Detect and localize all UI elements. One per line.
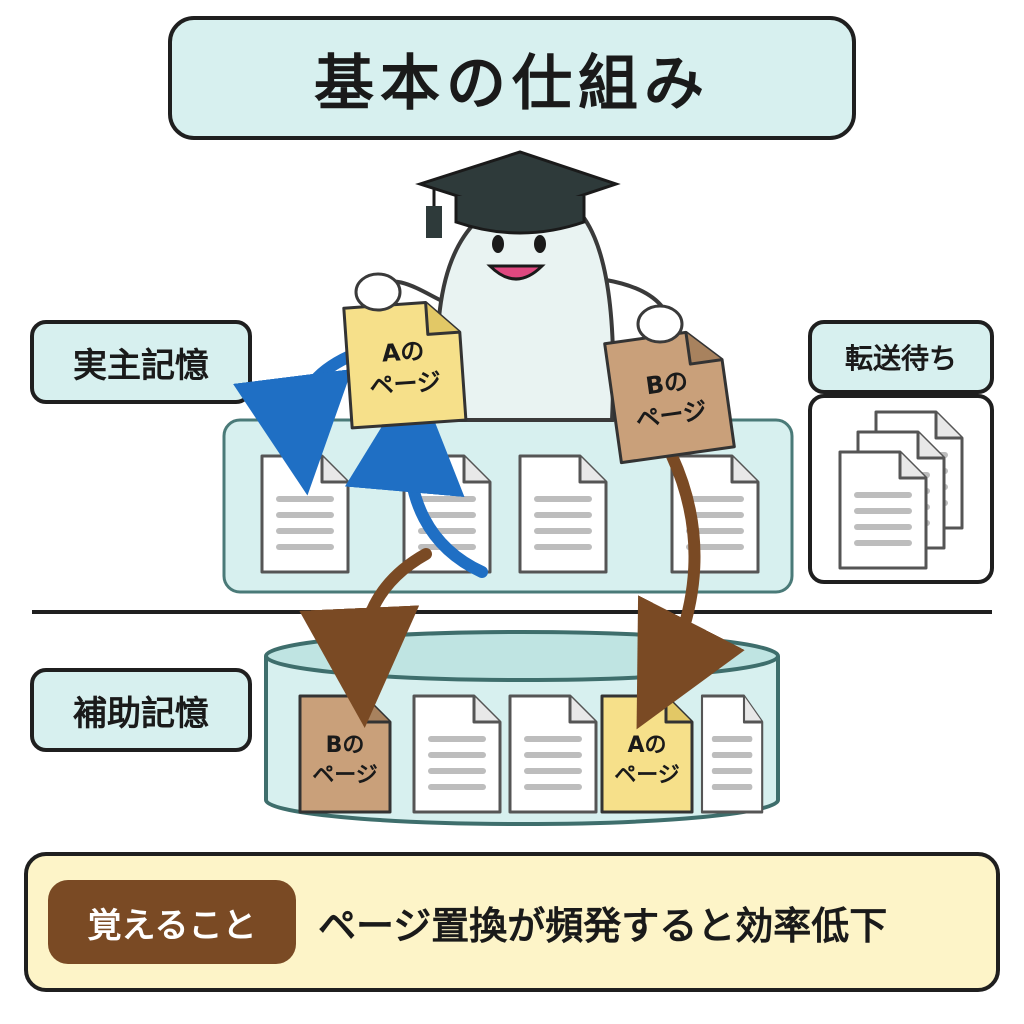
graduation-cap-icon (415, 150, 621, 238)
document-icon (838, 450, 928, 570)
note-text: ページ置換が頻発すると効率低下 (318, 903, 888, 948)
document-icon (412, 694, 502, 814)
brown-arrow-left (299, 548, 432, 728)
page-title: 基本の仕組み (168, 16, 856, 140)
held-page-a-line1: Aの (381, 337, 425, 368)
main-memory-label: 実主記憶 (30, 320, 252, 404)
mascot-hand-left (354, 272, 402, 312)
aux-page-a-line1: Aの (627, 733, 666, 758)
mascot-hand-right (636, 304, 684, 344)
held-page-a-line2: ページ (369, 368, 442, 401)
aux-page-a-line2: ページ (614, 763, 680, 788)
held-page-b: Bの ページ (603, 330, 736, 465)
transfer-waiting-label: 転送待ち (808, 320, 994, 394)
aux-page-b-line2: ページ (312, 763, 378, 788)
aux-page-b-line1: Bの (326, 733, 365, 758)
document-icon (518, 454, 608, 574)
aux-page-a: Aの ページ (600, 694, 694, 814)
document-icon (508, 694, 598, 814)
aux-page-b: Bの ページ (298, 694, 392, 814)
held-page-a: Aの ページ (342, 300, 468, 430)
blue-arrow-down (233, 350, 356, 496)
brown-arrow-right (636, 450, 745, 730)
blue-arrow-up (344, 372, 488, 578)
note-badge: 覚えること (48, 880, 296, 964)
document-icon (700, 694, 764, 814)
auxiliary-memory-label: 補助記憶 (30, 668, 252, 752)
held-page-b-line1: Bの (644, 367, 690, 401)
mascot-character (374, 191, 674, 422)
document-icon (260, 454, 350, 574)
